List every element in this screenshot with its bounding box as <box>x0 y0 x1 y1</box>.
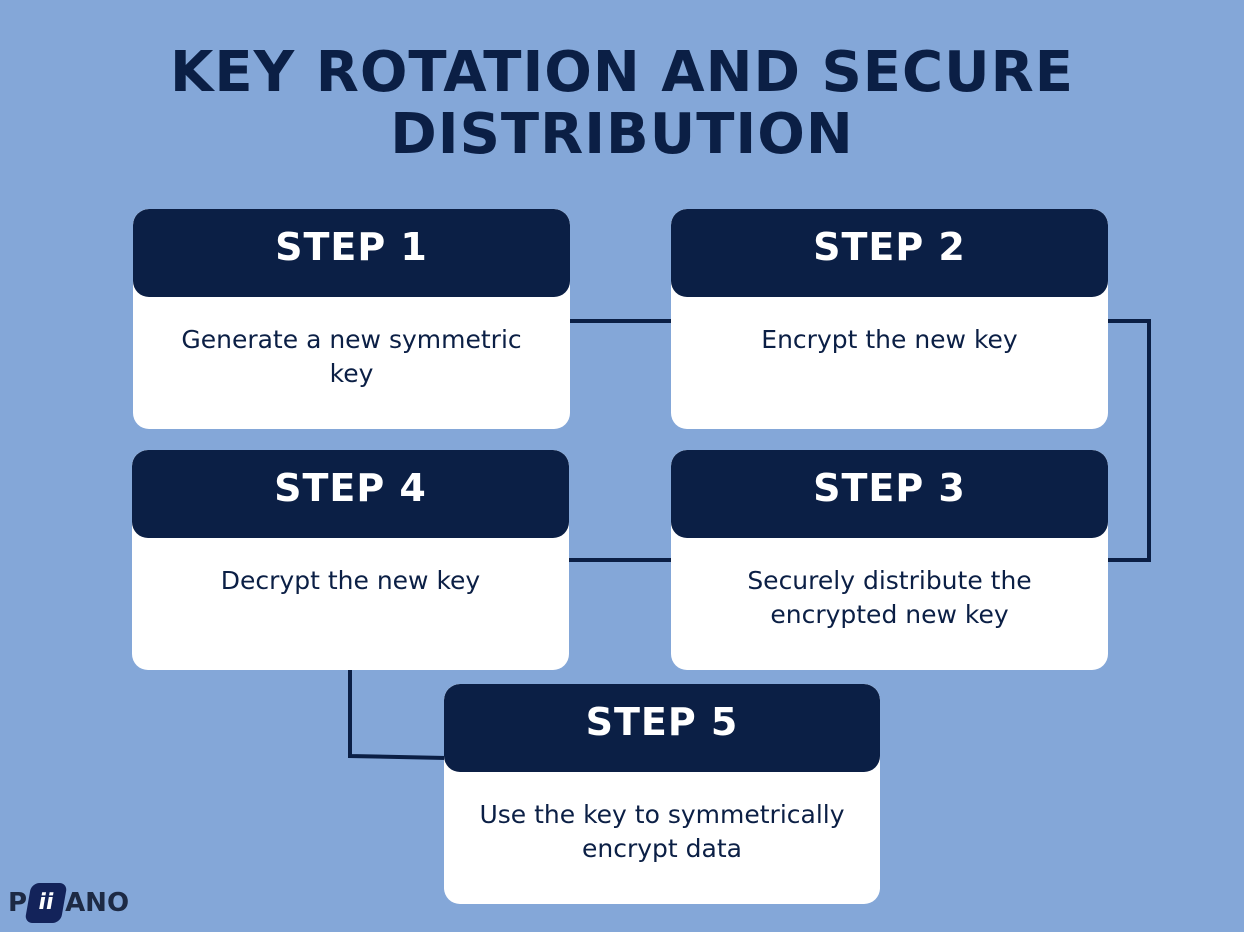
logo-letter-p: P <box>8 888 28 918</box>
step-5-description: Use the key to symmetrically encrypt dat… <box>479 800 845 863</box>
logo-letters-ano: ANO <box>65 888 130 918</box>
step-5-header: STEP 5 <box>444 684 880 772</box>
logo-badge-icon: ii <box>24 883 68 923</box>
page-title: KEY ROTATION AND SECURE DISTRIBUTION <box>0 42 1244 166</box>
step-3-card: STEP 3 Securely distribute the encrypted… <box>671 450 1108 670</box>
step-1-header: STEP 1 <box>133 209 570 297</box>
piiano-logo: P ii ANO <box>8 880 129 926</box>
connector-step4-step5 <box>348 668 447 760</box>
title-line-2: DISTRIBUTION <box>390 102 854 167</box>
step-2-header: STEP 2 <box>671 209 1108 297</box>
step-4-header: STEP 4 <box>132 450 569 538</box>
title-line-1: KEY ROTATION AND SECURE <box>170 40 1074 105</box>
step-5-card: STEP 5 Use the key to symmetrically encr… <box>444 684 880 904</box>
step-1-card: STEP 1 Generate a new symmetric key <box>133 209 570 429</box>
step-4-card: STEP 4 Decrypt the new key <box>132 450 569 670</box>
step-3-description: Securely distribute the encrypted new ke… <box>747 566 1032 629</box>
step-2-card: STEP 2 Encrypt the new key <box>671 209 1108 429</box>
connector-step2-step3 <box>1106 319 1151 562</box>
step-1-description: Generate a new symmetric key <box>181 325 522 388</box>
step-3-header: STEP 3 <box>671 450 1108 538</box>
step-4-description: Decrypt the new key <box>220 566 481 595</box>
step-2-description: Encrypt the new key <box>761 325 1018 354</box>
